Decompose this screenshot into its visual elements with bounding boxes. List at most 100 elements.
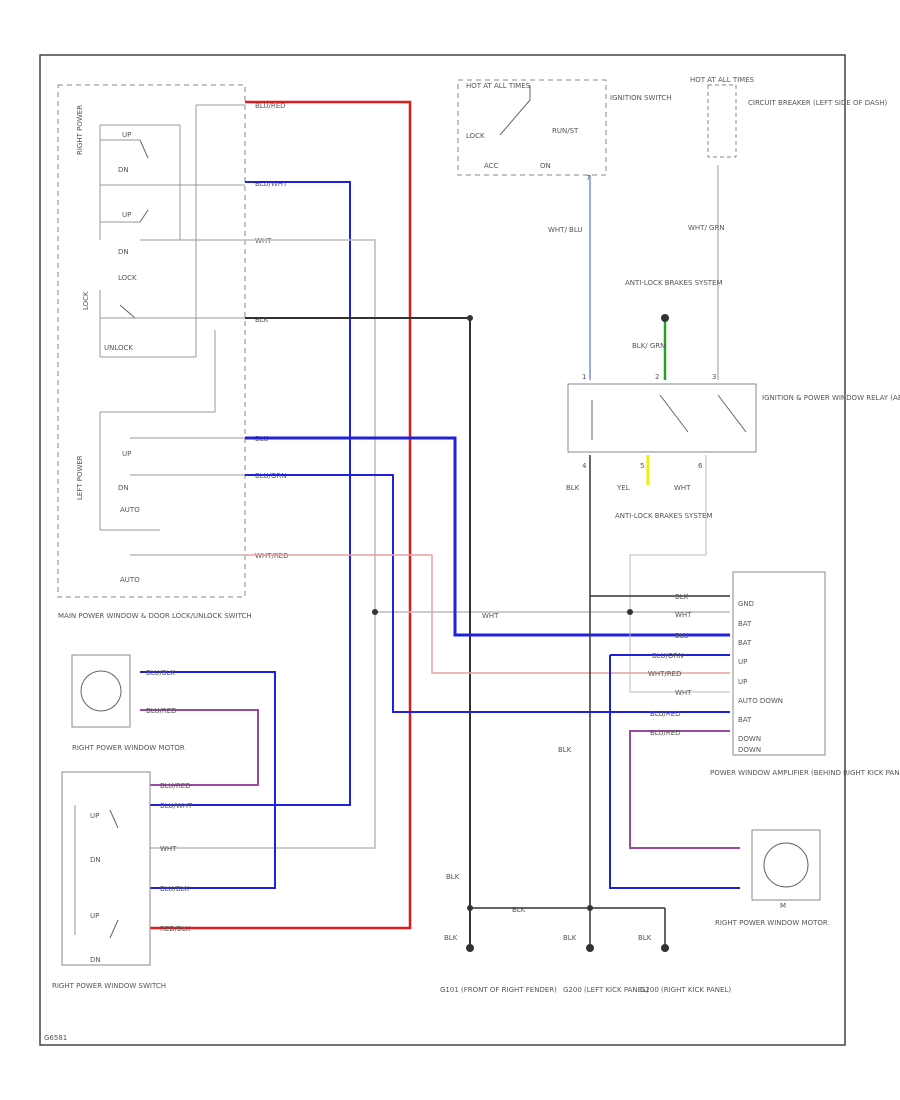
g200b-wire: BLK bbox=[638, 934, 652, 942]
junction-dot bbox=[587, 905, 593, 911]
g101-wire: BLK bbox=[444, 934, 458, 942]
mid-blk-vert: BLK bbox=[558, 746, 572, 754]
rps-dn-2: DN bbox=[90, 956, 101, 964]
ign-acc: ACC bbox=[484, 162, 499, 170]
ms-dn-3: DN bbox=[118, 484, 129, 492]
ign-on: ON bbox=[540, 162, 551, 170]
relay-blk-label: BLK bbox=[566, 484, 580, 492]
amp-wire-0: BLK bbox=[675, 593, 689, 601]
abs-wire-label: BLK/ GRN bbox=[632, 342, 665, 350]
junction-dot bbox=[467, 315, 473, 321]
amp-pin-3: UP bbox=[738, 658, 747, 666]
amplifier: GND BAT BAT UP UP AUTO DOWN BAT DOWN DOW… bbox=[732, 571, 826, 756]
cb-header: HOT AT ALL TIMES bbox=[690, 76, 755, 84]
rpm-wire-a: BLU/BLK bbox=[146, 669, 176, 677]
ms-contact bbox=[139, 139, 149, 159]
rp-motor-right: M bbox=[751, 829, 821, 910]
mid-blk-ground: BLK bbox=[446, 873, 460, 881]
rps-wire-b: BLU/WHT bbox=[160, 802, 193, 810]
amp-wire-2: BLU bbox=[675, 632, 688, 640]
rps-wire-e: RED/BLK bbox=[160, 925, 191, 933]
ms-auto-2: AUTO bbox=[120, 576, 140, 584]
pin-3: 3 bbox=[712, 373, 716, 381]
ms-dn-2: DN bbox=[118, 248, 129, 256]
ignition-switch: HOT AT ALL TIMES LOCK RUN/ST ACC ON bbox=[457, 79, 607, 176]
ms-up-1: UP bbox=[122, 131, 131, 139]
amp-wire-5: WHT bbox=[675, 689, 692, 697]
wire-blue-main bbox=[245, 436, 730, 637]
cb-label: CIRCUIT BREAKER (LEFT SIDE OF DASH) bbox=[748, 99, 888, 107]
amp-label: POWER WINDOW AMPLIFIER (BEHIND RIGHT KIC… bbox=[710, 769, 900, 777]
amp-pin-0: GND bbox=[738, 600, 754, 608]
mid-wht-label: WHT bbox=[482, 612, 499, 620]
ign-contact bbox=[499, 99, 531, 136]
g200b-label: G200 (RIGHT KICK PANEL) bbox=[640, 986, 731, 994]
main-wire-1: BLU/RED bbox=[255, 102, 286, 110]
amp-wire-4: WHT/RED bbox=[648, 670, 682, 678]
g101-ground bbox=[466, 944, 474, 952]
amp-pin-7: DOWN bbox=[738, 735, 761, 743]
abs-top-label: ANTI-LOCK BRAKES SYSTEM bbox=[625, 279, 723, 287]
wire-amp-down bbox=[629, 730, 740, 849]
wire-black-main bbox=[245, 317, 471, 945]
circuit-breaker: HOT AT ALL TIMES CIRCUIT BREAKER (LEFT S… bbox=[690, 76, 888, 158]
rps-up-1: UP bbox=[90, 812, 99, 820]
amp-pin-4: UP bbox=[738, 678, 747, 686]
ms-unlock: UNLOCK bbox=[104, 344, 133, 352]
amp-pin-2: BAT bbox=[738, 639, 752, 647]
wire-blue-wht bbox=[150, 181, 351, 806]
amp-pin-8: DOWN bbox=[738, 746, 761, 754]
figure-id: G6581 bbox=[44, 1034, 67, 1042]
main-wire-3: WHT bbox=[255, 237, 272, 245]
main-switch-box bbox=[57, 84, 246, 598]
rpm-wire-b: BLU/RED bbox=[146, 707, 177, 715]
amp-pin-1: BAT bbox=[738, 620, 752, 628]
g200a-ground bbox=[586, 944, 594, 952]
amp-pin-5: AUTO DOWN bbox=[738, 697, 783, 705]
ms-contact bbox=[139, 209, 149, 223]
junction-dot bbox=[661, 314, 669, 322]
junction-dot bbox=[467, 905, 473, 911]
ign-run: RUN/ST bbox=[552, 127, 579, 135]
rp-motor-left bbox=[71, 654, 131, 728]
rps-up-2: UP bbox=[90, 912, 99, 920]
wire-blue-orn bbox=[245, 474, 730, 713]
wire-red bbox=[150, 100, 412, 930]
rpm-left-box bbox=[71, 654, 131, 728]
amp-wire-3: BLU/ORN bbox=[652, 652, 683, 660]
wire-wht-red bbox=[245, 554, 730, 674]
g200b-ground bbox=[661, 944, 669, 952]
rps-wire-d: BLU/BLK bbox=[160, 885, 190, 893]
mid-blk-ground2: BLK bbox=[512, 906, 526, 914]
wire-rpm-blu-blk bbox=[140, 671, 276, 889]
ms-up-3: UP bbox=[122, 450, 131, 458]
main-switch-label: MAIN POWER WINDOW & DOOR LOCK/UNLOCK SWI… bbox=[58, 612, 252, 620]
relay-label: IGNITION & POWER WINDOW RELAY (ABOVE FUS… bbox=[762, 394, 900, 402]
g101-label: G101 (FRONT OF RIGHT FENDER) bbox=[440, 986, 557, 994]
rpm-right-label: RIGHT POWER WINDOW MOTOR bbox=[715, 919, 828, 927]
cb-box bbox=[707, 84, 737, 158]
relay-contact bbox=[717, 394, 747, 433]
relay bbox=[567, 383, 757, 453]
amp-wire-1: WHT bbox=[675, 611, 692, 619]
wire-wht-gray bbox=[150, 239, 376, 849]
diagram-border bbox=[39, 54, 846, 1046]
pin-2: 2 bbox=[655, 373, 659, 381]
ms-auto-1: AUTO bbox=[120, 506, 140, 514]
ign-box bbox=[457, 79, 607, 176]
rpm-left-label: RIGHT POWER WINDOW MOTOR bbox=[72, 744, 185, 752]
main-switch-vert-label-3: LEFT POWER bbox=[76, 455, 84, 500]
rp-switch: UP DN UP DN bbox=[61, 771, 151, 966]
rps-contact bbox=[109, 919, 119, 939]
amp-wire-7: BLU/RED bbox=[650, 729, 681, 737]
rps-wire-a: BLU/RED bbox=[160, 782, 191, 790]
pin-6: 6 bbox=[698, 462, 703, 470]
rps-box bbox=[61, 771, 151, 966]
rpm-right-box bbox=[751, 829, 821, 901]
main-switch-vert-label-1: RIGHT POWER bbox=[76, 105, 84, 155]
g200a-wire: BLK bbox=[563, 934, 577, 942]
abs-mid-label: ANTI-LOCK BRAKES SYSTEM bbox=[615, 512, 713, 520]
pin-1: 1 bbox=[582, 373, 586, 381]
ign-out-wire: WHT/ BLU bbox=[548, 226, 583, 234]
